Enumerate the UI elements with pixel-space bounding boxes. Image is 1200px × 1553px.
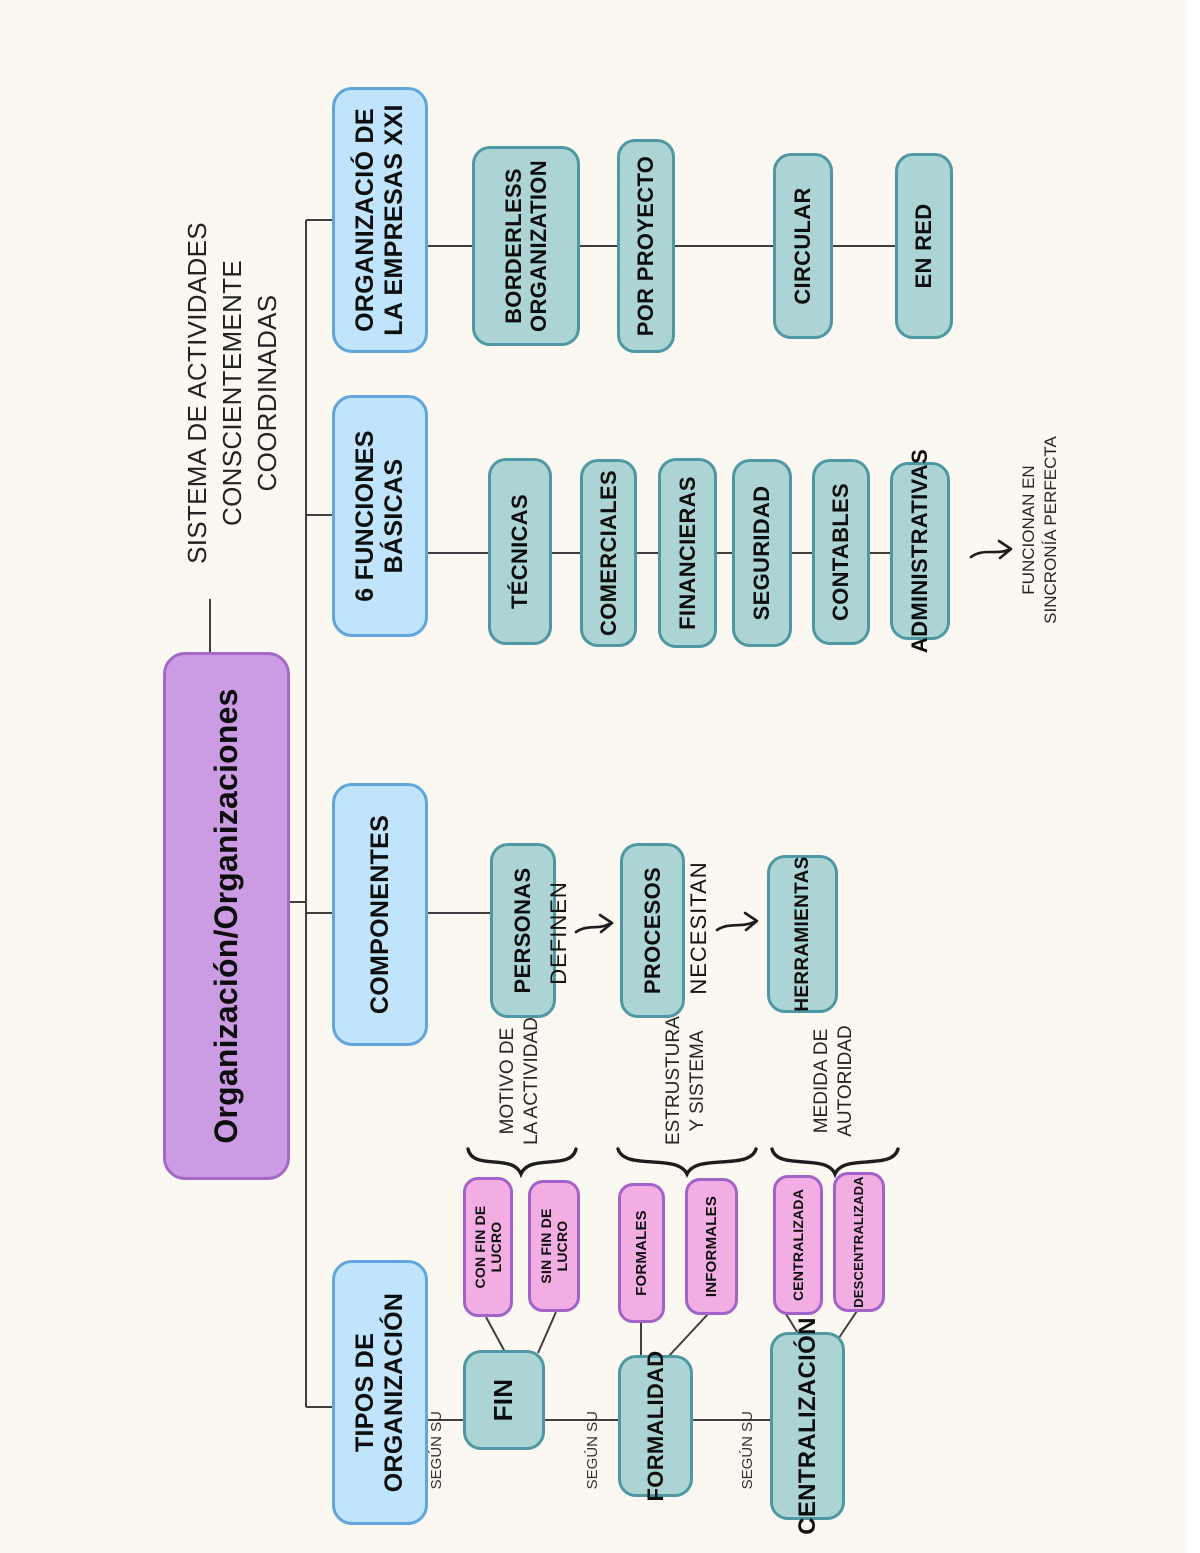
node-borderless-label: BORDERLESS ORGANIZATION	[500, 160, 551, 332]
node-sin-fin-de-lucro: SIN FIN DE LUCRO	[528, 1180, 580, 1312]
branch-funciones: 6 FUNCIONES BÁSICAS	[332, 395, 428, 637]
node-comerciales-label: COMERCIALES	[595, 470, 621, 636]
definen-down-arrow-icon	[574, 913, 614, 934]
node-centralizacion-label: CENTRALIZACIÓN	[793, 1317, 821, 1535]
node-centralizada: CENTRALIZADA	[773, 1175, 823, 1315]
annotation-text: SISTEMA DE ACTIVIDADES CONSCIENTEMENTE C…	[182, 222, 283, 564]
branch-tipos: TIPOS DE ORGANIZACIÓN	[332, 1260, 428, 1525]
node-financieras: FINANCIERAS	[658, 458, 717, 648]
branch-componentes: COMPONENTES	[332, 783, 428, 1046]
node-sin-fin-label: SIN FIN DE LUCRO	[537, 1208, 570, 1284]
node-contables: CONTABLES	[812, 459, 870, 645]
node-seguridad: SEGURIDAD	[732, 459, 792, 647]
node-descentralizada: DESCENTRALIZADA	[833, 1172, 885, 1312]
segun-su-centralizacion: SEGÚN SU	[739, 1411, 756, 1490]
node-comerciales: COMERCIALES	[580, 459, 637, 647]
node-centralizacion: CENTRALIZACIÓN	[770, 1317, 845, 1535]
curly-brace-centralizacion-icon	[770, 1147, 900, 1179]
node-herramientas-label: HERRAMIENTAS	[791, 856, 813, 1012]
node-con-fin-de-lucro: CON FIN DE LUCRO	[463, 1177, 513, 1317]
node-informales-label: INFORMALES	[702, 1195, 720, 1298]
branch-empresas: ORGANIZACIÓ DE LA EMPRESAS XXI	[332, 87, 428, 353]
page-edge	[1186, 0, 1200, 1553]
edge-fin-sinfin	[537, 1311, 557, 1354]
branch-tipos-label: TIPOS DE ORGANIZACIÓN	[351, 1292, 408, 1493]
node-fin: FIN	[463, 1350, 545, 1450]
node-tecnicas: TÉCNICAS	[488, 458, 552, 645]
node-administrativas: ADMINISTRATIVAS	[890, 449, 950, 653]
node-formales: FORMALES	[618, 1183, 665, 1323]
node-en-red-label: EN RED	[911, 203, 937, 289]
definen-text: DEFINEN	[546, 881, 571, 985]
edge-centralizacion-centralizada	[785, 1313, 800, 1336]
edge-formalidad-informales	[667, 1313, 709, 1358]
funcionan-down-arrow-icon	[969, 539, 1013, 560]
segun-su-formalidad: SEGÚN SU	[584, 1411, 601, 1490]
branch-empresas-label: ORGANIZACIÓ DE LA EMPRESAS XXI	[351, 104, 408, 336]
curly-brace-fin-icon	[466, 1147, 578, 1179]
node-borderless-organization: BORDERLESS ORGANIZATION	[472, 146, 580, 346]
node-formalidad-label: FORMALIDAD	[642, 1350, 668, 1502]
node-por-proyecto: POR PROYECTO	[617, 139, 675, 353]
node-descentralizada-label: DESCENTRALIZADA	[850, 1176, 866, 1308]
node-contables-label: CONTABLES	[828, 483, 854, 621]
node-centralizada-label: CENTRALIZADA	[789, 1188, 806, 1302]
necesitan-text: NECESITAN	[686, 861, 711, 995]
brace-label-centralizacion: MEDIDA DE AUTORIDAD	[811, 1025, 856, 1137]
node-circular: CIRCULAR	[773, 153, 833, 339]
node-financieras-label: FINANCIERAS	[674, 476, 700, 630]
segun-su-fin: SEGÚN SU	[428, 1411, 445, 1490]
necesitan-down-arrow-icon	[715, 911, 759, 932]
node-informales: INFORMALES	[685, 1178, 738, 1315]
node-seguridad-label: SEGURIDAD	[749, 485, 775, 621]
node-personas-label: PERSONAS	[510, 867, 536, 994]
brace-label-fin: MOTIVO DE LA ACTIVIDAD	[497, 1017, 542, 1145]
node-con-fin-label: CON FIN DE LUCRO	[471, 1205, 504, 1289]
node-procesos: PROCESOS	[620, 843, 685, 1018]
brace-label-formalidad: ESTRUSTURA Y SISTEMA	[663, 1016, 708, 1145]
node-formales-label: FORMALES	[632, 1210, 650, 1296]
node-circular-label: CIRCULAR	[790, 187, 816, 305]
funcionan-note: FUNCIONAN EN SINCRONÍA PERFECTA	[1019, 436, 1061, 624]
branch-componentes-label: COMPONENTES	[365, 814, 394, 1015]
node-tecnicas-label: TÉCNICAS	[507, 494, 533, 609]
curly-brace-formalidad-icon	[616, 1147, 758, 1178]
node-fin-label: FIN	[488, 1378, 519, 1422]
node-herramientas: HERRAMIENTAS	[767, 855, 838, 1013]
branch-funciones-label: 6 FUNCIONES BÁSICAS	[351, 430, 408, 602]
root-node: Organización/Organizaciones	[163, 652, 290, 1180]
node-administrativas-label: ADMINISTRATIVAS	[907, 448, 933, 654]
edge-fin-confin	[485, 1316, 506, 1353]
node-procesos-label: PROCESOS	[639, 866, 665, 995]
root-label: Organización/Organizaciones	[208, 688, 245, 1144]
node-en-red: EN RED	[895, 153, 953, 339]
node-formalidad: FORMALIDAD	[618, 1351, 693, 1501]
node-por-proyecto-label: POR PROYECTO	[633, 155, 659, 337]
